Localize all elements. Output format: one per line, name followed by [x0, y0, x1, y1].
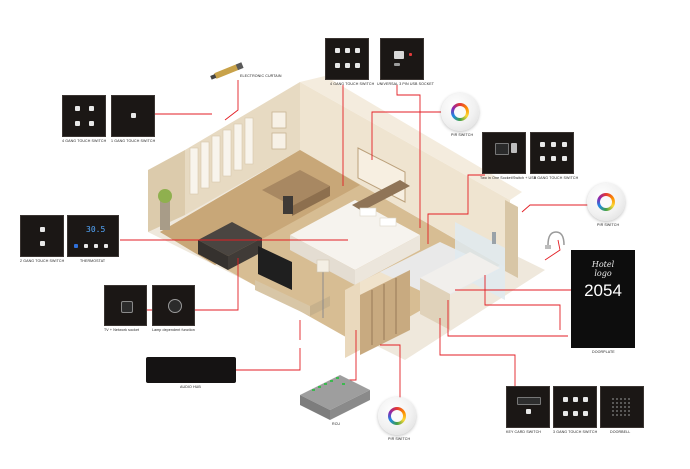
four-gang-touch-switch-left-label: 4 GANG TOUCH SWITCH	[62, 139, 107, 143]
audio-hub-label: AUDIO HUB	[180, 385, 201, 389]
four-gang-touch-switch-top-label: 4 GANG TOUCH SWITCH	[330, 82, 375, 86]
doorplate-room-number: 2054	[584, 281, 622, 300]
four-gang-touch-switch-left	[62, 95, 106, 137]
four-gang-touch-switch-top	[325, 38, 369, 80]
lamp-dimmer-panel	[152, 285, 195, 326]
two-gang-touch-switch	[20, 215, 64, 257]
thermostat-display: 30.5	[86, 225, 106, 234]
doorplate-label: DOORPLATE	[592, 350, 615, 354]
pir-switch-right-label: PIR SWITCH	[597, 223, 620, 227]
tv-network-socket-panel	[104, 285, 147, 326]
speaker-grid-icon	[612, 398, 630, 416]
electronic-curtain-label: ELECTRONIC CURTAIN	[240, 74, 282, 78]
doorplate-logo: Hotel logo	[591, 260, 615, 278]
tv-network-socket-label: TV + Network socket	[104, 328, 140, 332]
pir-ring-icon	[451, 103, 469, 121]
pir-ring-icon	[388, 407, 406, 425]
six-gang-touch-switch-label: 6 GANG TOUCH SWITCH	[534, 176, 579, 180]
rcu-label: RCU	[332, 422, 341, 426]
thermostat-label: THERMOSTAT	[80, 259, 106, 263]
pir-switch-top-label: PIR SWITCH	[451, 133, 474, 137]
doorplate-panel: Hotel logo 2054	[571, 250, 635, 348]
pir-switch-right	[587, 183, 625, 221]
two-in-one-socket-label: Two in One Socket/Switch + USB	[480, 176, 537, 180]
two-gang-touch-switch-label: 2 GANG TOUCH SWITCH	[20, 259, 65, 263]
universal-socket-label: UNIVERSAL 3 PIN USB SOCKET	[377, 82, 434, 86]
lamp-dimmer-label: Lamp dependent function	[152, 328, 195, 332]
doorbell-label: DOORBELL	[610, 430, 631, 434]
pir-ring-icon	[597, 193, 615, 211]
pir-switch-bottom	[378, 397, 416, 435]
key-card-switch-panel	[506, 386, 550, 428]
one-gang-touch-switch	[111, 95, 155, 137]
two-in-one-socket-panel	[482, 132, 526, 174]
pir-switch-bottom-label: PIR SWITCH	[388, 437, 411, 441]
audio-hub-module	[146, 357, 236, 383]
six-gang-touch-switch	[530, 132, 574, 174]
thermostat-panel: 30.5	[67, 215, 119, 257]
universal-socket-panel	[380, 38, 424, 80]
one-gang-touch-switch-label: 1 GANG TOUCH SWITCH	[111, 139, 156, 143]
three-gang-touch-switch-label: 3 GANG TOUCH SWITCH	[553, 430, 598, 434]
key-card-switch-label: KEY CARD SWITCH	[506, 430, 541, 434]
doorbell-panel	[600, 386, 644, 428]
three-gang-touch-switch	[553, 386, 597, 428]
pir-switch-top	[441, 93, 479, 131]
